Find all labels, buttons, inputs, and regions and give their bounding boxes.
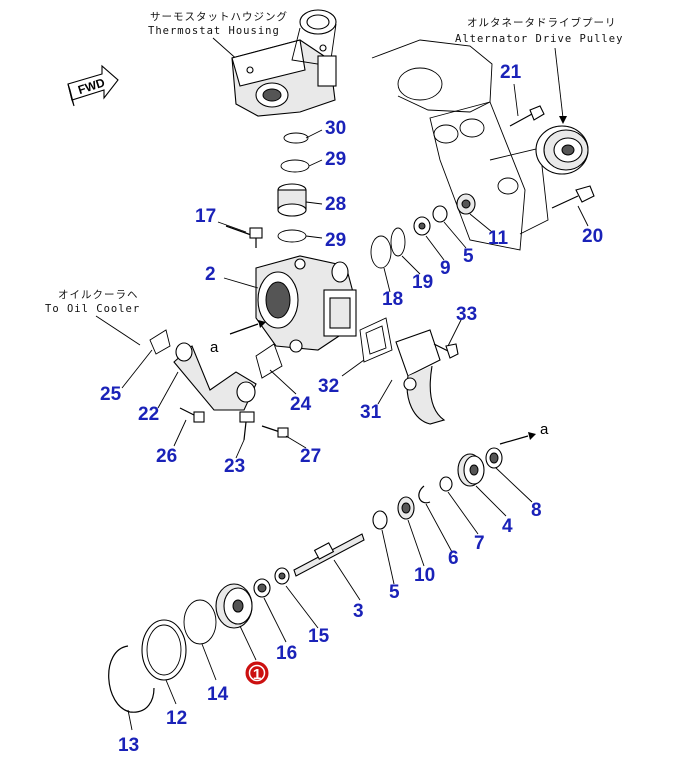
part-number: 27	[300, 446, 321, 467]
bolt-27	[261, 425, 289, 438]
plug-17	[225, 225, 263, 248]
gasket-32	[359, 317, 393, 363]
leader-lines	[121, 83, 589, 731]
cover-12	[141, 619, 187, 681]
part-number: 5	[463, 246, 474, 267]
snap-ring-13	[108, 645, 155, 713]
part-number: 3	[353, 601, 364, 622]
bearing-10	[397, 496, 415, 520]
part-number: 17	[195, 206, 216, 227]
snap-ring-6	[418, 485, 431, 504]
part-number: 8	[531, 500, 542, 521]
arrow-label-a-lower: a	[540, 421, 549, 438]
part-number: 31	[360, 402, 382, 423]
part-number: 28	[325, 194, 346, 215]
pipe-22	[173, 342, 257, 411]
fitting-23	[239, 411, 255, 441]
impeller-seal-16	[253, 578, 271, 598]
thermostat-caption-jp: サーモスタットハウジング	[150, 10, 288, 23]
elbow-31	[395, 329, 446, 425]
highlight-label: 1	[253, 666, 261, 683]
part-number: 9	[440, 258, 451, 279]
part-number: 29	[325, 149, 346, 170]
seal-5-lower	[372, 510, 388, 530]
bolt-21	[509, 105, 545, 127]
thermostat-caption-en: Thermostat Housing	[148, 25, 280, 37]
part-number: 32	[318, 376, 339, 397]
part-number: 20	[582, 226, 603, 247]
gasket-25	[149, 329, 171, 355]
spacer-7	[439, 476, 453, 492]
highlight-marker-1: 1	[245, 661, 269, 685]
oring-18	[370, 235, 392, 269]
shaft-3	[293, 533, 365, 577]
water-pump-body	[255, 255, 357, 353]
part-number: 22	[138, 404, 159, 425]
oring-19	[390, 227, 406, 257]
bearing-8	[485, 447, 503, 469]
arrow-label-a-upper: a	[210, 339, 219, 356]
part-number: 14	[207, 684, 229, 705]
part-number: 23	[224, 456, 245, 477]
part-number: 12	[166, 708, 187, 729]
part-number: 7	[474, 533, 485, 554]
alternator-caption-jp: オルタネータドライブプーリ	[467, 16, 617, 29]
part-number: 18	[382, 289, 403, 310]
part-number: 19	[412, 272, 433, 293]
gasket-24	[255, 343, 283, 379]
impeller-1	[215, 583, 253, 629]
part-number: 5	[389, 582, 400, 603]
part-number: 6	[448, 548, 459, 569]
part-number: 25	[100, 384, 122, 405]
alternator-drive-pulley	[535, 125, 589, 175]
oring-29-upper	[280, 159, 310, 173]
part-number-labels: 30 29 28 29 17 2 21 20 11 5 9 19 18 33 3…	[100, 62, 603, 756]
alternator-caption-en: Alternator Drive Pulley	[455, 33, 623, 45]
part-number: 13	[118, 735, 139, 756]
oilcooler-caption-jp: オイルクーラヘ	[58, 289, 139, 301]
pulley-4	[457, 453, 485, 487]
part-number: 15	[308, 626, 330, 647]
part-number: 11	[488, 228, 509, 249]
engine-block	[371, 39, 549, 251]
part-number: 24	[290, 394, 312, 415]
part-number: 26	[156, 446, 177, 467]
thermostat-housing	[231, 9, 337, 117]
part-number: 29	[325, 230, 346, 251]
part-number: 30	[325, 118, 346, 139]
oring-14	[183, 599, 217, 645]
fwd-arrow-icon: FWD	[67, 64, 119, 107]
seal-5-upper	[432, 205, 448, 223]
bolt-20	[551, 185, 595, 209]
mechanical-seal-15	[274, 567, 290, 585]
part-number: 16	[276, 643, 297, 664]
gasket-30	[283, 132, 309, 144]
oring-29-lower	[277, 229, 307, 243]
oilcooler-caption-en: To Oil Cooler	[45, 303, 140, 315]
part-number: 21	[500, 62, 522, 83]
bolt-33	[433, 343, 459, 359]
bolt-26	[179, 407, 205, 423]
flow-arrow-lower	[499, 435, 529, 445]
part-number: 4	[502, 516, 513, 537]
part-number: 10	[414, 565, 435, 586]
flow-arrow-upper	[229, 323, 259, 335]
part-number: 33	[456, 304, 477, 325]
part-number: 2	[205, 264, 216, 285]
thermostat-28	[277, 183, 307, 217]
